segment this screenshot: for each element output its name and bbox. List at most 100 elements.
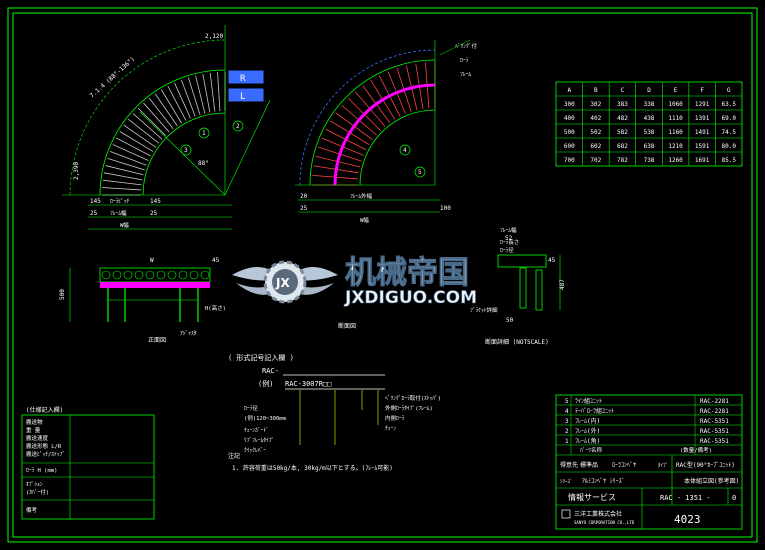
detail-dim-2: 25 xyxy=(300,205,308,212)
spec-table-cell: 1060 xyxy=(668,101,683,108)
section-dim-1: 52 xyxy=(505,235,513,242)
plan-dim-1: 145 xyxy=(90,198,101,205)
tb-part-label: ﾀｲﾌﾟ xyxy=(658,462,668,469)
spec-table-cell: 383 xyxy=(617,101,628,108)
spec-table-header: D xyxy=(647,87,651,94)
spec-table-cell: 74.5 xyxy=(721,129,736,136)
side-roller xyxy=(123,270,133,280)
plan-roller xyxy=(217,72,221,112)
tb-part: RAC型(90°ｶｰﾌﾞﾕﾆｯﾄ) xyxy=(676,461,735,469)
left-box-row: ﾛｰﾗ H (mm) xyxy=(26,467,57,474)
model-code-right-option: ﾁｪｰﾝ xyxy=(385,425,396,432)
tb-series-label: ｼﾘｰｽﾞ xyxy=(560,478,573,485)
spec-table-cell: 602 xyxy=(590,143,601,150)
model-code-option: (例)120~300mm xyxy=(244,414,287,422)
plan-dim-3: 145 xyxy=(150,198,161,205)
spec-table-cell: 702 xyxy=(590,157,601,164)
model-code-example-label: (例) xyxy=(258,379,273,388)
parts-list-no: 3 xyxy=(565,418,569,425)
spec-table-cell: 1210 xyxy=(668,143,683,150)
side-label-2: ｱｼﾞｬｽﾀ xyxy=(180,330,197,337)
parts-list-name: ﾌﾚｰﾑ(角) xyxy=(575,437,600,445)
plan-roller xyxy=(195,75,206,114)
detail-bottom-label-1: ﾌﾚｰﾑ外幅 xyxy=(350,192,373,200)
plan-roller xyxy=(154,93,178,127)
section-dim-3: 50 xyxy=(506,317,514,324)
tb-customer: 標準品 xyxy=(580,461,598,469)
section-label-3: ﾛｰﾗ径 xyxy=(500,246,514,254)
section-dim-2: 487 xyxy=(559,279,566,290)
model-code-section: ( 形式記号記入欄 ) RAC- (例) RAC-3007R□□ ﾛｰﾗ径(例)… xyxy=(228,353,441,472)
tb-col-header: ﾊﾟｰﾂ名称 xyxy=(580,446,603,454)
watermark-cn: 机械帝国 xyxy=(345,255,469,291)
plan-roller xyxy=(112,144,149,161)
detail-bottom-label-2: W幅 xyxy=(360,216,369,224)
side-roller xyxy=(200,270,210,280)
detail-dim-1: 20 xyxy=(300,193,308,200)
left-box-row: ｵﾌﾟｼｮﾝ xyxy=(26,481,43,488)
spec-table-header: A xyxy=(567,87,571,94)
watermark: JX 机械帝国 JXDIGUO.COM xyxy=(232,255,477,308)
side-roller xyxy=(145,270,155,280)
side-roller xyxy=(134,270,144,280)
side-roller xyxy=(167,270,177,280)
plan-tag-r: R xyxy=(240,74,246,84)
model-code-option: ﾘﾌﾞﾌﾚｰﾑﾀｲﾌﾟ xyxy=(244,437,274,444)
plan-roller xyxy=(102,187,142,191)
parts-list-no: 5 xyxy=(565,398,569,405)
plan-callout-2: 2 xyxy=(236,123,240,130)
side-roller xyxy=(101,270,111,280)
detail-note-3: ﾌﾚｰﾑ xyxy=(460,71,471,78)
detail-note-1: ﾍﾞﾘﾝｸﾞ付 xyxy=(455,42,478,50)
note-line-1: 1. 許容荷重は50kg/本, 30kg/m以下とする。(ﾌﾚｰﾑ可能) xyxy=(232,464,393,472)
plan-roller xyxy=(174,82,191,119)
left-box-row: 搬送物 xyxy=(26,418,43,426)
parts-list-code: RAC-5351 xyxy=(700,418,729,425)
side-roller xyxy=(156,270,166,280)
plan-bottom-label-1: ﾛｰﾗﾋﾟｯﾁ xyxy=(110,198,130,205)
spec-table-cell: 502 xyxy=(590,129,601,136)
plan-roller xyxy=(148,97,174,130)
spec-table-cell: 1291 xyxy=(695,101,710,108)
side-label-1: H(高さ) xyxy=(205,304,226,312)
detail-callout-5: 5 xyxy=(418,169,422,176)
detail-dim-3: 100 xyxy=(440,205,451,212)
detail-view: 4 5 ﾍﾞﾘﾝｸﾞ付 ﾛｰﾗ ﾌﾚｰﾑ 20 25 100 ﾌﾚｰﾑ外幅 W幅 xyxy=(295,39,478,224)
plan-callout-1: 1 xyxy=(202,130,206,137)
tb-drawing-no: RAC - 1351 - xyxy=(660,494,711,502)
tb-company-en: SANYO CORPORATION CO.,LTD xyxy=(574,520,635,525)
plan-roller xyxy=(102,179,142,186)
plan-angle-label: 88° xyxy=(198,160,209,167)
spec-table-cell: 402 xyxy=(590,115,601,122)
side-dim-1: 500 xyxy=(59,289,66,300)
tb-rev: 0 xyxy=(732,494,736,502)
caption-notscale: 断面詳細 (NOTSCALE) xyxy=(485,338,549,346)
spec-table-cell: 500 xyxy=(564,129,575,136)
spec-table-header: G xyxy=(727,87,731,94)
spec-table-cell: 538 xyxy=(644,129,655,136)
plan-roller xyxy=(132,113,163,140)
parts-list-name: ﾌﾚｰﾑ(外) xyxy=(575,427,600,435)
spec-table-cell: 300 xyxy=(564,101,575,108)
spec-table-cell: 302 xyxy=(590,101,601,108)
spec-table-cell: 1591 xyxy=(695,143,710,150)
plan-roller xyxy=(188,77,201,115)
parts-list-no: 4 xyxy=(565,408,569,415)
plan-dim-4: 25 xyxy=(150,210,158,217)
parts-list-name: ﾃｰﾊﾟﾛｰﾗ組ﾕﾆｯﾄ xyxy=(575,407,614,415)
section-dim-4: 45 xyxy=(548,257,556,264)
plan-callout-3: 3 xyxy=(184,147,188,154)
model-code-right-option: 外側ﾛｰﾗﾀｲﾌﾟ(ﾌﾚｰﾑ) xyxy=(385,404,433,412)
parts-list-no: 1 xyxy=(565,438,569,445)
spec-table-header: B xyxy=(594,87,598,94)
watermark-emblem-text: JX xyxy=(275,276,290,290)
spec-table-cell: 438 xyxy=(644,115,655,122)
spec-table-cell: 85.5 xyxy=(721,157,736,164)
plan-roller xyxy=(123,124,157,148)
parts-list-code: RAC-2281 xyxy=(700,398,729,405)
left-box-row: 搬送ﾋﾟｯﾁ/ｽﾄｯﾌﾟ xyxy=(26,450,65,458)
tb-sheet-number: 4023 xyxy=(674,513,701,526)
plan-roller xyxy=(209,72,216,112)
model-code-option: ﾛｰﾗ径 xyxy=(244,404,258,412)
